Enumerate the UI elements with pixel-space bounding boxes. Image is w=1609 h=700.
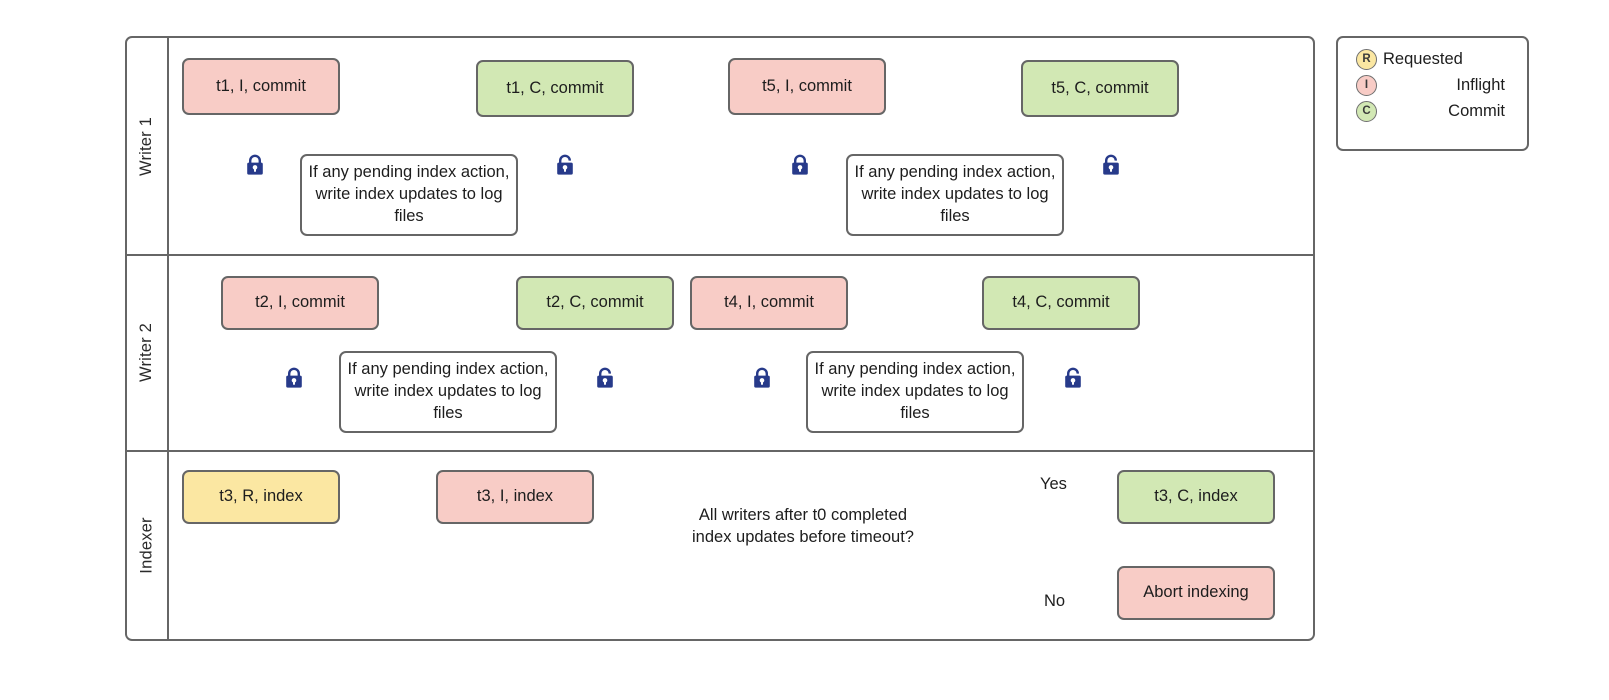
badge-requested-icon: R	[1356, 48, 1377, 70]
legend-item-commit: C Commit	[1338, 98, 1527, 124]
legend-label-requested: Requested	[1383, 49, 1463, 68]
legend-item-inflight: I Inflight	[1338, 72, 1527, 98]
node-w2-t4-inflight[interactable]: t4, I, commit	[690, 276, 848, 330]
lane-indexer: Indexer	[127, 450, 1313, 640]
lock-open-icon	[1065, 367, 1081, 388]
swimlane-pool: Writer 1 Writer 2 Indexer	[125, 36, 1315, 641]
legend-label-inflight: Inflight	[1456, 75, 1505, 94]
lock-closed-icon	[247, 154, 263, 175]
node-ix-t3-inflight[interactable]: t3, I, index	[436, 470, 594, 524]
lane-label-writer1: Writer 1	[137, 116, 156, 176]
node-w2-process-a[interactable]: If any pending index action, write index…	[339, 351, 557, 433]
node-ix-decision-label[interactable]: All writers after t0 completed index upd…	[692, 506, 914, 546]
edge-label-yes: Yes	[1040, 475, 1067, 493]
lane-writer1: Writer 1	[127, 38, 1313, 254]
node-w2-t4-commit[interactable]: t4, C, commit	[982, 276, 1140, 330]
node-w1-t5-commit[interactable]: t5, C, commit	[1021, 60, 1179, 117]
badge-commit-icon: C	[1356, 100, 1377, 122]
node-w1-process-a[interactable]: If any pending index action, write index…	[300, 154, 518, 236]
badge-inflight-icon: I	[1356, 74, 1377, 96]
node-w2-process-b[interactable]: If any pending index action, write index…	[806, 351, 1024, 433]
node-w1-process-b[interactable]: If any pending index action, write index…	[846, 154, 1064, 236]
legend-label-commit: Commit	[1448, 101, 1505, 120]
lock-open-icon	[597, 367, 613, 388]
lane-header-indexer: Indexer	[127, 450, 169, 640]
node-w2-t2-inflight[interactable]: t2, I, commit	[221, 276, 379, 330]
lane-label-indexer: Indexer	[137, 516, 156, 574]
edge-label-no: No	[1044, 592, 1066, 610]
node-w1-t1-inflight[interactable]: t1, I, commit	[182, 58, 340, 115]
legend-item-requested: R Requested	[1338, 46, 1527, 72]
lock-open-icon	[1103, 154, 1119, 175]
node-ix-abort-indexing[interactable]: Abort indexing	[1117, 566, 1275, 620]
node-w1-t1-commit[interactable]: t1, C, commit	[476, 60, 634, 117]
node-w1-t5-inflight[interactable]: t5, I, commit	[728, 58, 886, 115]
lane-divider-1	[127, 254, 1313, 256]
lock-open-icon	[557, 154, 573, 175]
lock-closed-icon	[286, 367, 302, 388]
lane-header-writer1: Writer 1	[127, 38, 169, 254]
lane-divider-2	[127, 450, 1313, 452]
lock-closed-icon	[792, 154, 808, 175]
node-ix-t3-requested[interactable]: t3, R, index	[182, 470, 340, 524]
legend-panel: R Requested I Inflight C Commit	[1336, 36, 1529, 151]
lane-writer2: Writer 2	[127, 254, 1313, 450]
lane-header-writer2: Writer 2	[127, 254, 169, 450]
lane-label-writer2: Writer 2	[137, 322, 156, 382]
lock-closed-icon	[754, 367, 770, 388]
node-ix-t3-commit[interactable]: t3, C, index	[1117, 470, 1275, 524]
node-w2-t2-commit[interactable]: t2, C, commit	[516, 276, 674, 330]
